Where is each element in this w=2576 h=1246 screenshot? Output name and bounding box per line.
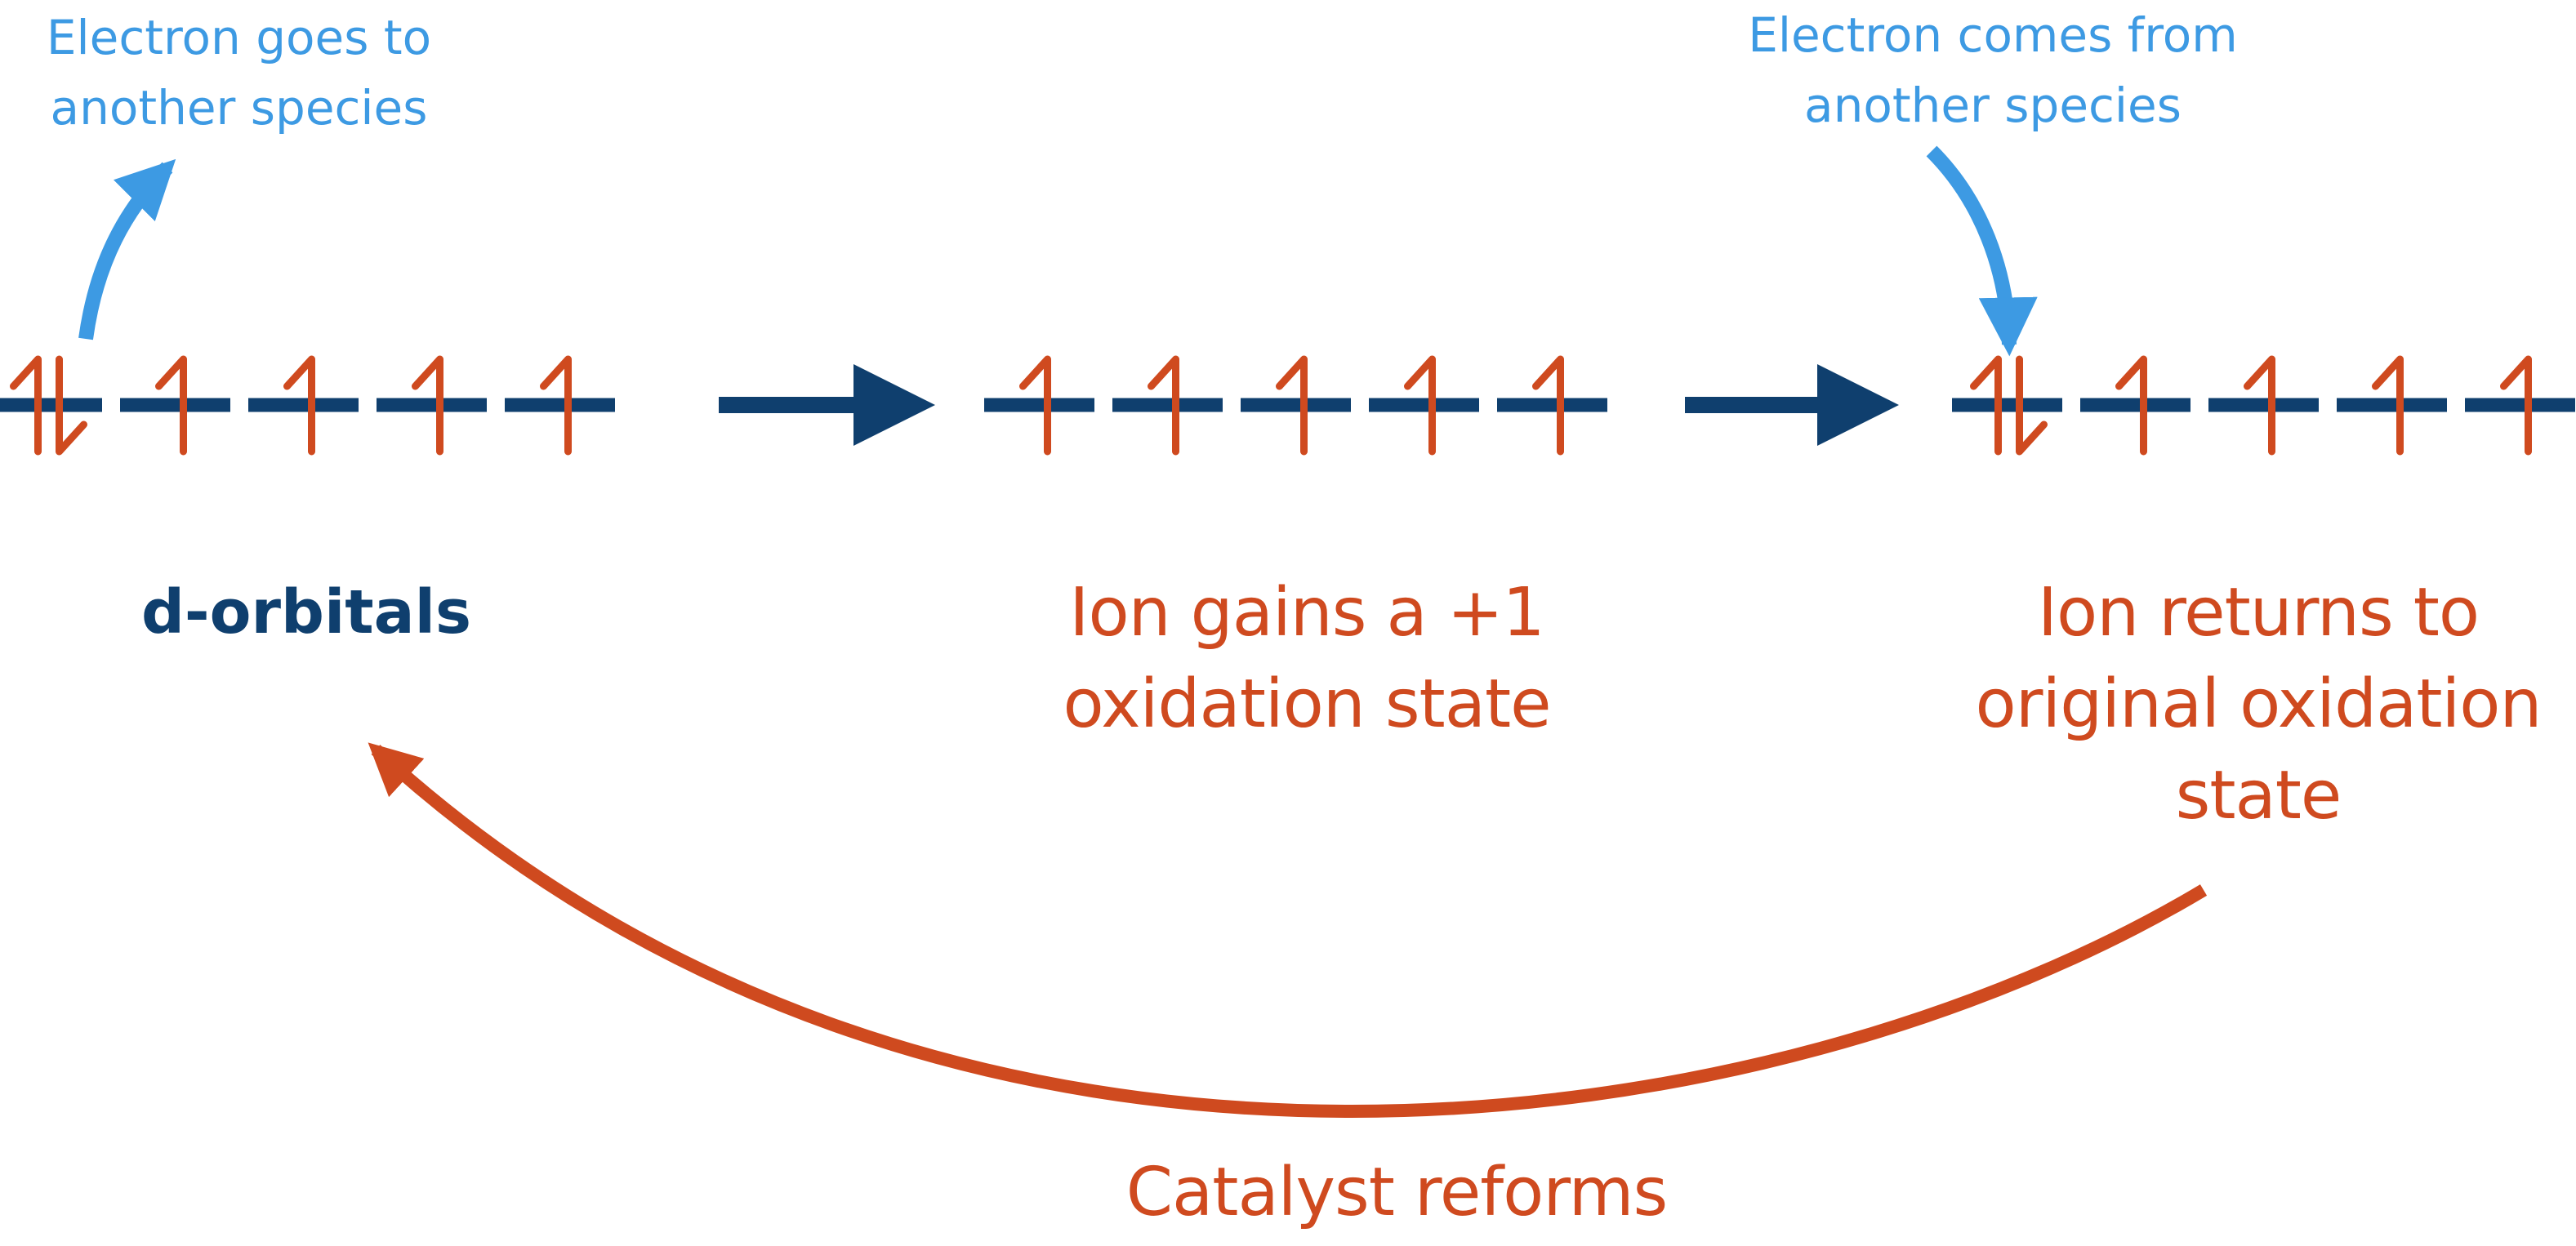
electron-down-arrow	[2016, 355, 2048, 456]
electron-up-arrow	[155, 355, 187, 456]
orbital-set-returned	[1952, 355, 2575, 456]
electron-up-arrow	[1404, 355, 1436, 456]
electron-goes-line1: Electron goes to	[46, 10, 432, 65]
electron-up-arrow	[412, 355, 443, 456]
electron-up-arrow	[540, 355, 572, 456]
electron-goes-note: Electron goes to another species	[0, 2, 478, 143]
electron-up-arrow	[2244, 355, 2275, 456]
electron-up-arrow	[1148, 355, 1179, 456]
catalyst-reforms-text: Catalyst reforms	[1125, 1154, 1668, 1231]
ion-gains-label: Ion gains a +1 oxidation state	[980, 567, 1633, 750]
electron-comes-line2: another species	[1804, 78, 2182, 133]
ion-returns-label: Ion returns to original oxidation state	[1936, 567, 2576, 842]
d-orbitals-text: d-orbitals	[140, 577, 472, 647]
d-orbitals-label: d-orbitals	[82, 567, 531, 657]
orbital-set-initial	[0, 355, 615, 456]
ion-returns-line2: original oxidation	[1975, 665, 2543, 743]
electron-up-arrow	[1019, 355, 1051, 456]
ion-returns-line1: Ion returns to	[2037, 574, 2480, 652]
electron-up-arrow	[2115, 355, 2147, 456]
orbital-set-oxidised	[984, 355, 1607, 456]
ion-gains-line2: oxidation state	[1063, 665, 1551, 743]
electron-up-arrow	[2500, 355, 2532, 456]
electron-up-arrow	[10, 355, 42, 456]
electron-comes-line1: Electron comes from	[1748, 7, 2238, 63]
electron-leaves-arrow	[78, 158, 176, 340]
electron-up-arrow	[1532, 355, 1564, 456]
electron-down-arrow	[56, 355, 87, 456]
catalyst-cycle-arrow	[368, 742, 2208, 1118]
electron-comes-note: Electron comes from another species	[1699, 0, 2287, 140]
electron-goes-line2: another species	[50, 80, 428, 136]
electron-up-arrow	[2372, 355, 2404, 456]
ion-gains-line1: Ion gains a +1	[1069, 574, 1544, 652]
electron-up-arrow	[1970, 355, 2002, 456]
ion-returns-line3: state	[2175, 757, 2342, 834]
electron-arrives-arrow	[1926, 145, 2038, 357]
electron-up-arrow	[1276, 355, 1308, 456]
catalyst-reforms-label: Catalyst reforms	[1029, 1147, 1764, 1239]
electron-up-arrow	[283, 355, 315, 456]
